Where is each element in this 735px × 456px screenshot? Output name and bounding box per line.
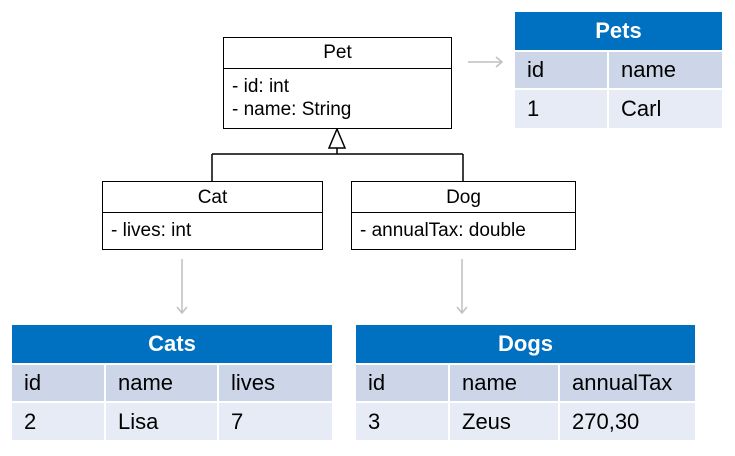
- pets-column-header-row: id name: [515, 52, 722, 90]
- dogs-table-title: Dogs: [356, 325, 695, 365]
- dogs-column-header-row: id name annualTax: [356, 365, 695, 403]
- pet-attribute-name: - name: String: [232, 99, 352, 120]
- dogs-column-id: id: [356, 365, 450, 403]
- dog-class-box: Dog - annualTax: double: [351, 181, 576, 250]
- table-row: 2 Lisa 7: [12, 403, 332, 440]
- dogs-cell-name: Zeus: [450, 403, 560, 440]
- dogs-cell-annualtax: 270,30: [560, 403, 695, 440]
- dog-to-dogs-arrow: [456, 259, 468, 315]
- pet-class-box: Pet - id: int - name: String: [223, 37, 452, 129]
- pet-to-pets-arrow: [468, 56, 504, 68]
- dogs-cell-id: 3: [356, 403, 450, 440]
- cats-column-header-row: id name lives: [12, 365, 332, 403]
- inheritance-connector: [211, 148, 464, 181]
- cats-table-title: Cats: [12, 325, 332, 365]
- dog-attribute-annualtax: - annualTax: double: [360, 220, 526, 241]
- cats-column-id: id: [12, 365, 106, 403]
- dogs-column-name: name: [450, 365, 560, 403]
- dog-class-name: Dog: [352, 182, 575, 213]
- cats-cell-id: 2: [12, 403, 106, 440]
- table-row: 3 Zeus 270,30: [356, 403, 695, 440]
- table-row: 1 Carl: [515, 90, 722, 128]
- pet-class-name: Pet: [224, 38, 451, 69]
- cat-to-cats-arrow: [176, 259, 188, 315]
- cat-attribute-lives: - lives: int: [111, 220, 192, 241]
- cat-class-box: Cat - lives: int: [102, 181, 323, 250]
- cats-table: Cats id name lives 2 Lisa 7: [12, 325, 332, 440]
- dogs-column-annualtax: annualTax: [560, 365, 695, 403]
- pets-column-name: name: [609, 52, 722, 90]
- inheritance-arrowhead-icon: [327, 127, 347, 149]
- cats-cell-name: Lisa: [106, 403, 219, 440]
- pets-column-id: id: [515, 52, 609, 90]
- pets-table-title: Pets: [515, 12, 722, 52]
- cats-cell-lives: 7: [219, 403, 332, 440]
- pet-attribute-id: - id: int: [232, 76, 290, 97]
- cats-column-name: name: [106, 365, 219, 403]
- cats-column-lives: lives: [219, 365, 332, 403]
- pets-cell-id: 1: [515, 90, 609, 128]
- pets-cell-name: Carl: [609, 90, 722, 128]
- pets-table: Pets id name 1 Carl: [515, 12, 722, 128]
- cat-class-name: Cat: [103, 182, 322, 213]
- dogs-table: Dogs id name annualTax 3 Zeus 270,30: [356, 325, 695, 440]
